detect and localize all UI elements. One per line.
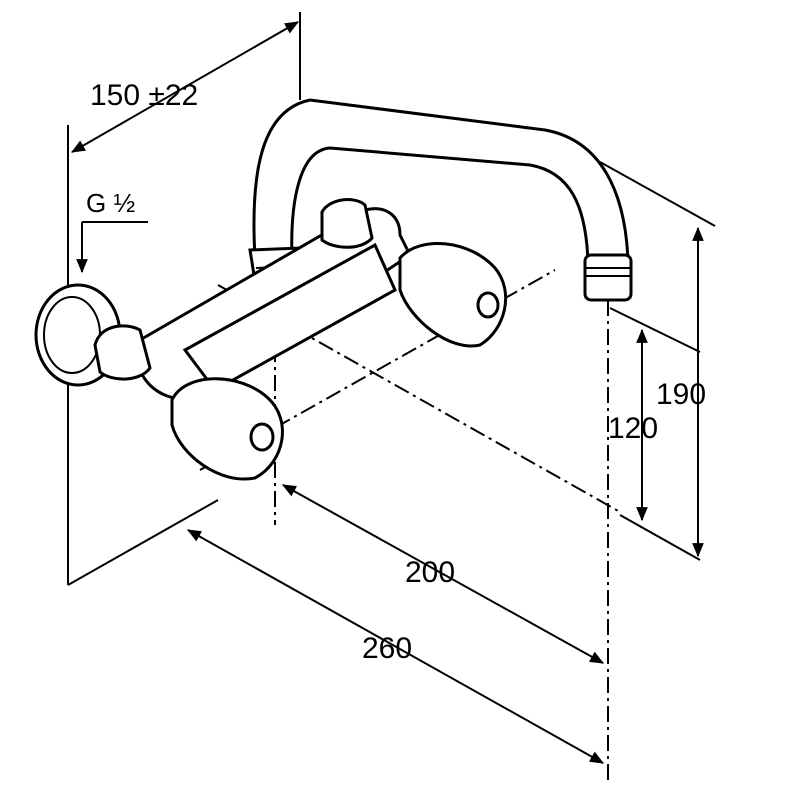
dim-thread: G ½ [86, 188, 135, 218]
dim-projection: 150 ±22 [90, 79, 198, 112]
dim-spout-height-total: 190 [656, 378, 706, 411]
dimension-lines [70, 21, 704, 764]
dim-spout-height-outlet: 120 [608, 412, 658, 445]
dim-spout-reach: 200 [405, 556, 455, 589]
dimension-labels: 150 ±22 G ½ 190 120 200 260 [86, 79, 706, 665]
dim-overall-width: 260 [362, 632, 412, 665]
extension-lines [67, 12, 716, 586]
faucet-body [34, 98, 633, 481]
